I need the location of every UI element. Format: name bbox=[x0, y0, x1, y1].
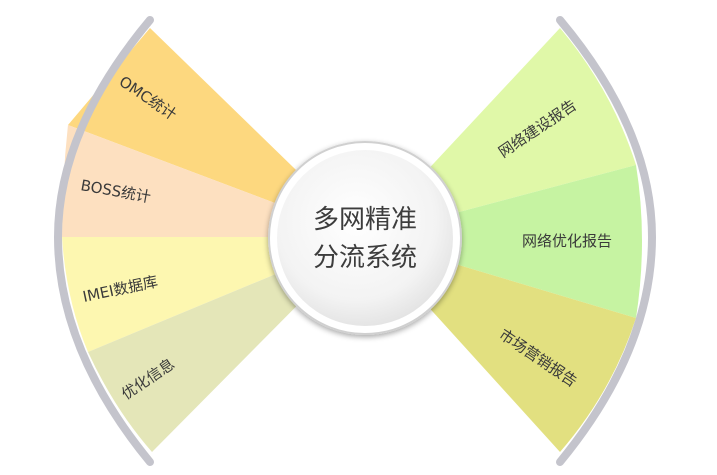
center-title-line2: 分流系统 bbox=[313, 243, 417, 273]
left-rim bbox=[53, 16, 154, 466]
right-rim bbox=[556, 16, 657, 466]
right-segment-network-opt bbox=[365, 165, 642, 318]
label-network-opt: 网络优化报告 bbox=[522, 232, 612, 250]
hub-disc bbox=[277, 150, 453, 326]
center-title-line1: 多网精准 bbox=[313, 205, 417, 235]
center-hub: 多网精准 分流系统 bbox=[268, 141, 462, 335]
